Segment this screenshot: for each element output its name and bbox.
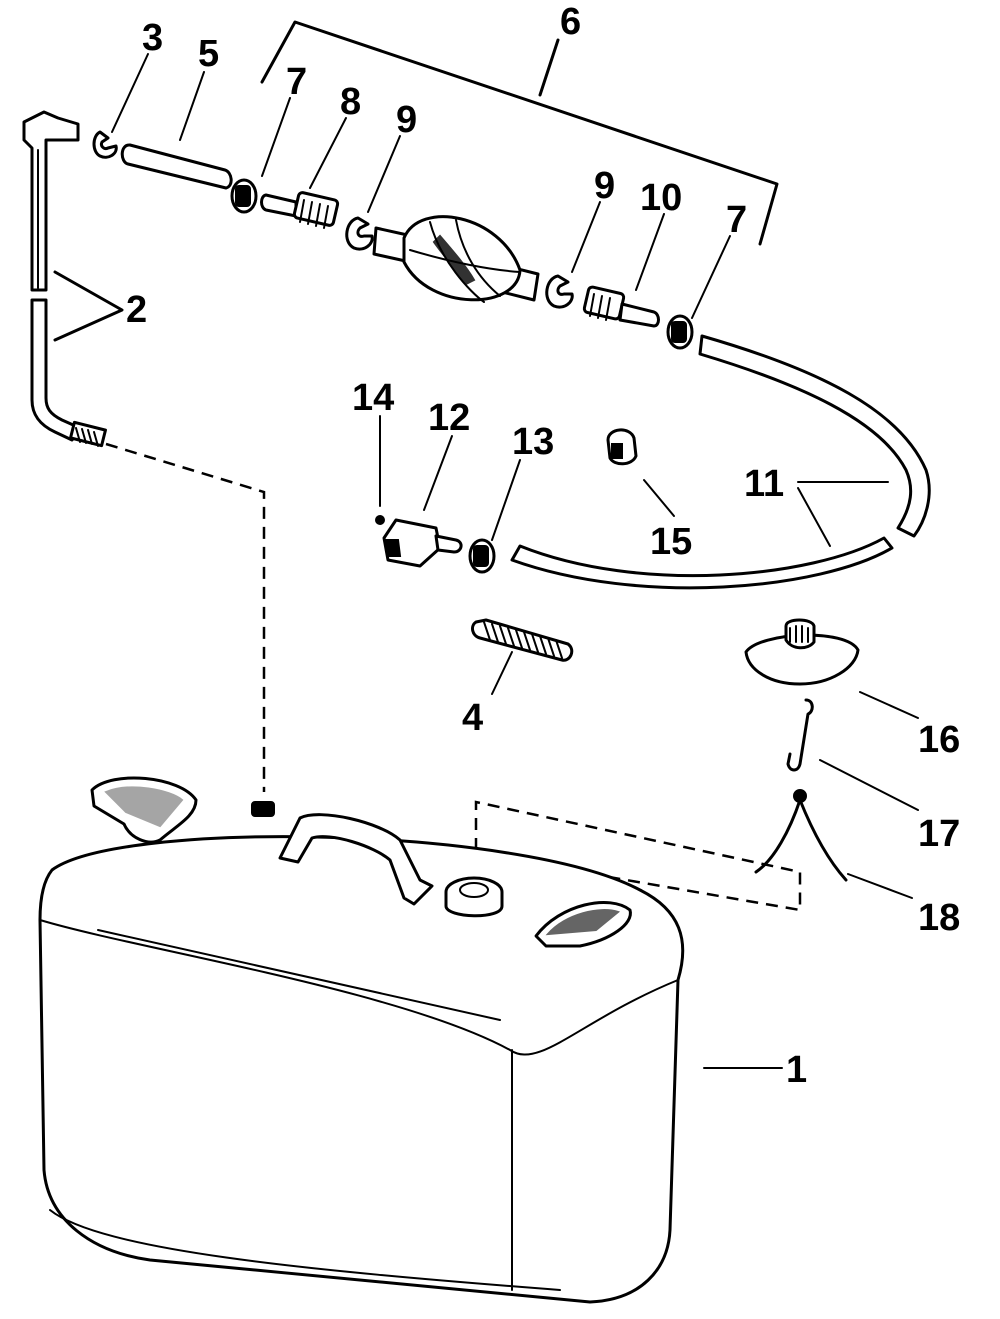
- connector-12: [382, 518, 463, 568]
- fuel-hose-11: [510, 334, 931, 590]
- clip-3: [92, 130, 118, 159]
- callout-13: 13: [512, 421, 554, 463]
- clamp-13: [468, 538, 496, 574]
- filter-4: [471, 618, 574, 662]
- fuel-tank-1: [38, 776, 685, 1304]
- clamp-7b: [666, 314, 694, 350]
- fitting-10: [582, 285, 660, 328]
- assembly-guide-lines: [105, 442, 802, 912]
- retainer-18: [754, 789, 848, 882]
- assembly-bracket-6: [260, 20, 779, 246]
- primer-bulb: [372, 215, 540, 303]
- callout-7b: 7: [726, 199, 747, 241]
- hose-5: [120, 143, 233, 190]
- callout-14: 14: [352, 377, 394, 419]
- callout-7a: 7: [286, 61, 307, 103]
- callout-2: 2: [126, 289, 147, 331]
- filler-cap-16: [744, 618, 860, 686]
- fitting-8: [260, 191, 340, 229]
- callout-18: 18: [918, 897, 960, 939]
- clamp-7a: [230, 178, 258, 214]
- callout-17: 17: [918, 813, 960, 855]
- callout-3: 3: [142, 17, 163, 59]
- callout-6: 6: [560, 1, 581, 43]
- callout-8: 8: [340, 81, 361, 123]
- callout-4: 4: [462, 697, 483, 739]
- callout-1: 1: [786, 1049, 807, 1091]
- callout-12: 12: [428, 397, 470, 439]
- callout-5: 5: [198, 33, 219, 75]
- callout-labels: 1 2 3 4 5 6 7 7 8 9 9 10 11 12 13 14 15 …: [126, 1, 960, 1091]
- hook-17: [786, 698, 814, 772]
- callout-11: 11: [744, 463, 784, 505]
- pin-14: [375, 515, 385, 525]
- callout-15: 15: [650, 521, 692, 563]
- callout-9b: 9: [594, 165, 615, 207]
- callout-10: 10: [640, 177, 682, 219]
- clip-9a: [345, 216, 374, 251]
- callout-leaders: [111, 53, 919, 1069]
- callout-16: 16: [918, 719, 960, 761]
- pickup-tube-2: [22, 110, 124, 448]
- callout-9a: 9: [396, 99, 417, 141]
- vent-cap-15: [606, 428, 638, 466]
- clip-9b: [545, 274, 574, 309]
